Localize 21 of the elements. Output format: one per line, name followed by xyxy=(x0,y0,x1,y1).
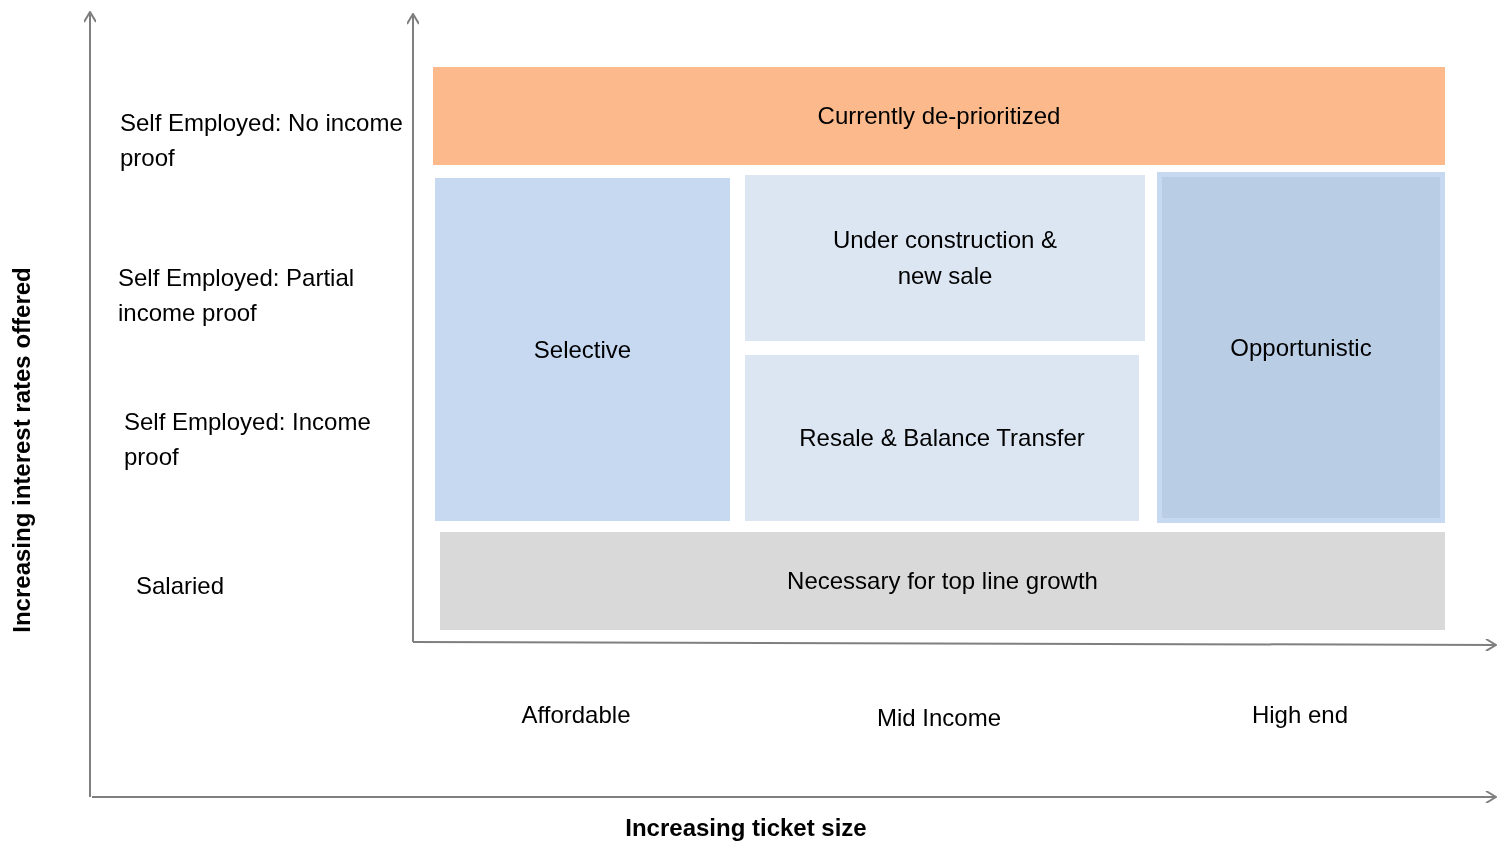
box-label: Necessary for top line growth xyxy=(787,566,1098,596)
column-label: High end xyxy=(1250,700,1350,730)
box-label: Opportunistic xyxy=(1230,332,1372,363)
row-label: Self Employed: Partial income proof xyxy=(118,263,356,328)
axis-title: Increasing interest rates offered xyxy=(7,266,36,635)
box-label: Resale & Balance Transfer xyxy=(799,423,1085,453)
row-label: Self Employed: Income proof xyxy=(124,407,372,472)
quadrant-box xyxy=(435,178,730,521)
box-label: Currently de-prioritized xyxy=(817,101,1061,131)
box-label: Under construction & new sale xyxy=(831,225,1059,291)
box-label: Selective xyxy=(533,334,632,365)
band xyxy=(433,67,1445,165)
column-label: Mid Income xyxy=(875,703,1002,733)
column-label: Affordable xyxy=(520,700,632,730)
quadrant-box xyxy=(1157,172,1445,523)
quadrant-box xyxy=(745,355,1139,521)
row-label: Self Employed: No income proof xyxy=(120,108,404,173)
row-label: Salaried xyxy=(136,571,226,601)
band xyxy=(440,532,1445,630)
quadrant-box xyxy=(745,175,1145,341)
axis-title: Increasing ticket size xyxy=(624,813,868,842)
